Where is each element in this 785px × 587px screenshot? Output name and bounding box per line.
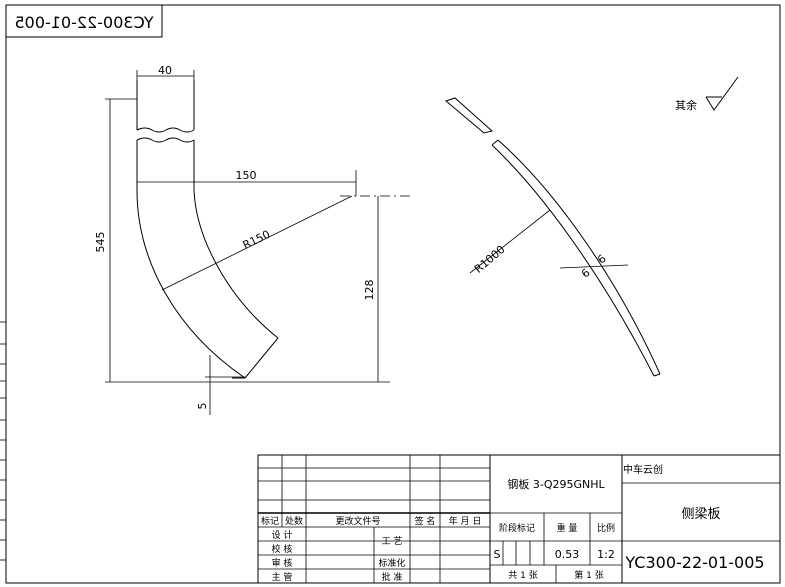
margin-ruler	[0, 321, 6, 561]
dim-6: 6	[595, 252, 609, 266]
tb-company: 中车云创	[623, 463, 663, 476]
tb-process: 工 艺	[382, 536, 403, 547]
tb-stage-value: S	[494, 548, 501, 561]
dim-r1000: R1000	[472, 243, 508, 276]
front-view: 40 150 R150 545 128 5	[94, 64, 410, 415]
title-block: 标记 处数 更改文件号 签 名 年 月 日 设 计 校 核 审 核 主 管 工 …	[257, 454, 781, 584]
break-line-lower	[136, 137, 195, 143]
tb-mark: 标记	[261, 515, 279, 527]
side-view: R1000 6 6	[444, 97, 661, 377]
dim-128: 128	[363, 280, 376, 301]
radius-leader	[161, 195, 353, 291]
tb-weight-label: 重 量	[557, 522, 578, 534]
tb-scale-value: 1:2	[597, 548, 615, 561]
tb-review: 审 核	[272, 557, 293, 569]
dim-5: 5	[196, 403, 209, 410]
tb-date: 年 月 日	[449, 515, 482, 527]
tb-count: 处数	[285, 515, 303, 527]
tb-sheet-no: 第 1 张	[574, 569, 603, 581]
surface-finish-symbol: 其余	[675, 76, 739, 112]
mirrored-drawing-number-text: YC300-22-01-005	[14, 13, 154, 32]
tb-change-doc: 更改文件号	[335, 515, 380, 527]
tb-scale-label: 比例	[597, 522, 615, 534]
roughness-check-icon	[705, 76, 739, 111]
r1000-leader	[469, 209, 551, 274]
svg-text:6: 6	[579, 266, 593, 280]
tb-material: 钢板 3-Q295GNHL	[507, 477, 605, 491]
tb-check: 校 核	[272, 543, 293, 555]
tb-part-name: 侧梁板	[681, 507, 720, 522]
mirrored-drawing-number: YC300-22-01-005	[5, 4, 163, 38]
surface-finish-label: 其余	[675, 98, 697, 112]
drawing-border	[5, 4, 781, 584]
tb-standardization: 标准化	[378, 557, 405, 569]
dim-40: 40	[158, 64, 172, 77]
dim-150: 150	[236, 169, 257, 182]
tb-signature: 签 名	[415, 515, 436, 527]
tb-weight-value: 0.53	[555, 548, 580, 561]
inner-arc	[193, 189, 279, 339]
outer-arc	[136, 189, 246, 379]
tb-drawing-number: YC300-22-01-005	[624, 553, 764, 572]
tb-chief: 主 管	[272, 571, 293, 583]
dim-r150: R150	[241, 228, 272, 252]
tb-stage-label: 阶段标记	[499, 522, 535, 534]
tb-approve: 批 准	[382, 571, 403, 583]
tb-design: 设 计	[272, 529, 293, 541]
break-line-upper	[136, 127, 195, 133]
dim-545: 545	[94, 232, 107, 253]
tb-total-sheets: 共 1 张	[508, 570, 537, 581]
